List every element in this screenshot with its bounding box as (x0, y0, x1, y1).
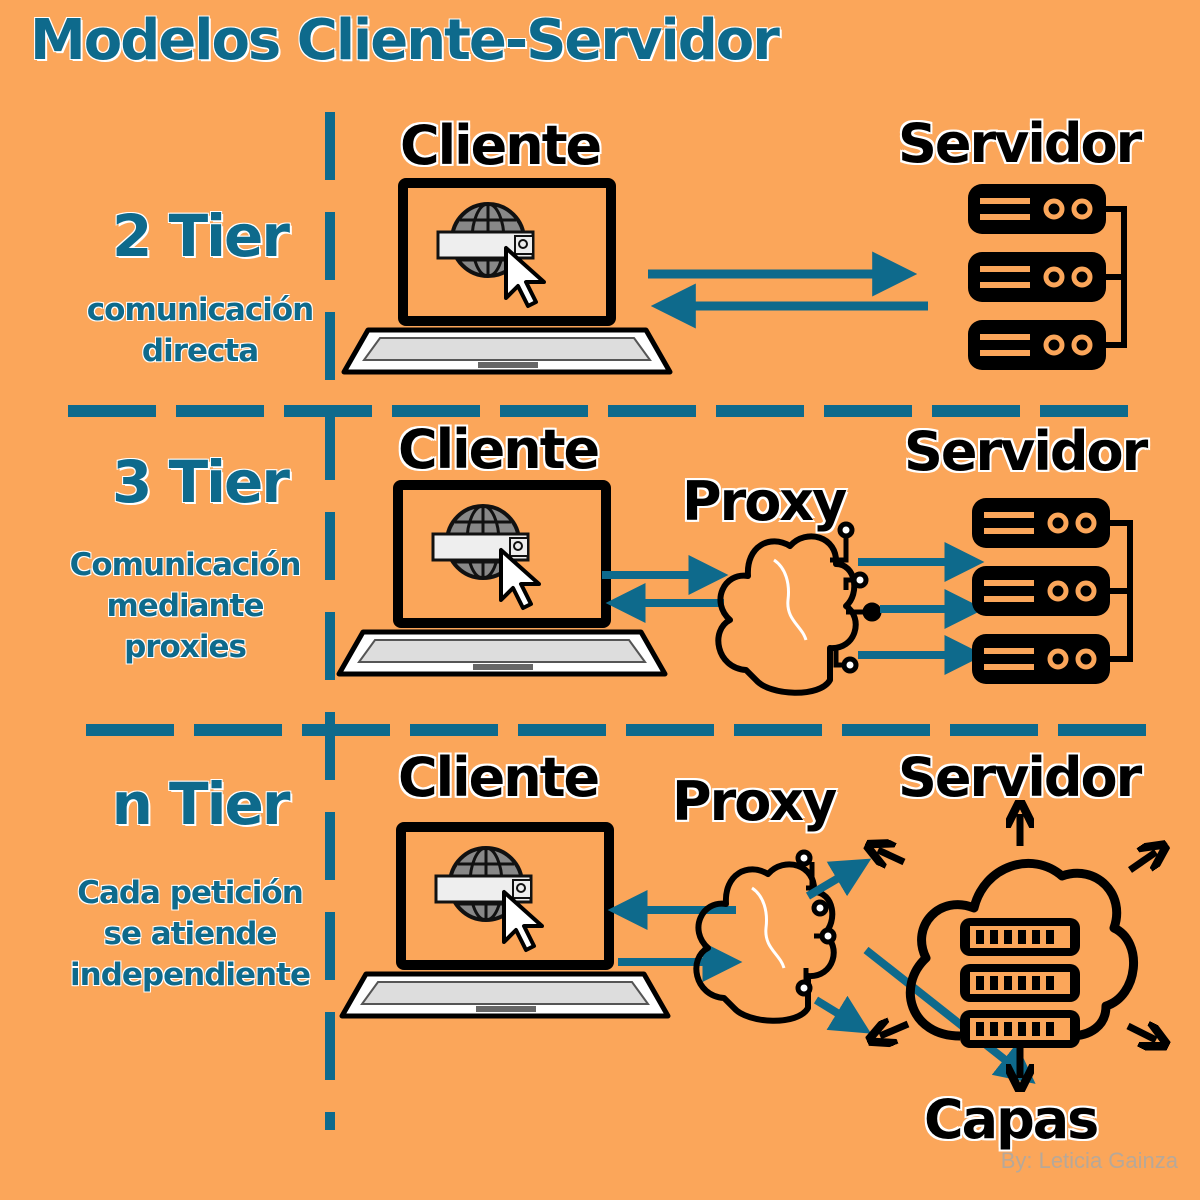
tier-3-desc-line: mediante (106, 588, 265, 624)
arrow-icon (863, 946, 1036, 1084)
proxy-label: Proxy (672, 770, 837, 833)
server-label: Servidor (898, 112, 1142, 175)
cloud-server-icon (878, 814, 1156, 1078)
server-label: Servidor (904, 420, 1148, 483)
tier-3-description: Comunicación mediante proxies (35, 545, 335, 668)
tier-2-title: 2 Tier (112, 202, 290, 270)
server-rack-icon (968, 184, 1127, 370)
author-credit: By: Leticia Gainza (1000, 1148, 1178, 1173)
tier-n-description: Cada petición se atiende independiente (40, 873, 340, 996)
tier-2-desc-line: comunicación (86, 292, 314, 328)
server-label: Servidor (898, 746, 1142, 809)
tier-n-title: n Tier (111, 770, 291, 838)
tier-3-desc-line: Comunicación (69, 547, 302, 583)
tier-3-title: 3 Tier (112, 448, 290, 516)
server-rack-icon (972, 498, 1133, 684)
page-title: Modelos Cliente-Servidor (30, 8, 780, 73)
client-label: Cliente (398, 746, 600, 809)
proxy-label: Proxy (682, 470, 847, 533)
client-label: Cliente (400, 114, 602, 177)
tier-3-desc-line: proxies (124, 629, 247, 665)
laptop-browser-icon (344, 178, 670, 372)
proxy-circuit-lines (795, 849, 837, 997)
tier-n-desc-line: Cada petición (77, 875, 304, 911)
arrow-icon (813, 995, 872, 1034)
tier-2-desc-line: directa (141, 333, 259, 369)
tier-2-description: comunicación directa (45, 290, 355, 372)
arrow-icon (805, 858, 872, 900)
tier-n-desc-line: se atiende (103, 916, 278, 952)
laptop-browser-icon (342, 822, 668, 1016)
proxy-circuit-lines (830, 521, 882, 674)
tier-n-desc-line: independiente (70, 957, 311, 993)
layers-label: Capas (924, 1088, 1099, 1151)
client-label: Cliente (398, 418, 600, 481)
